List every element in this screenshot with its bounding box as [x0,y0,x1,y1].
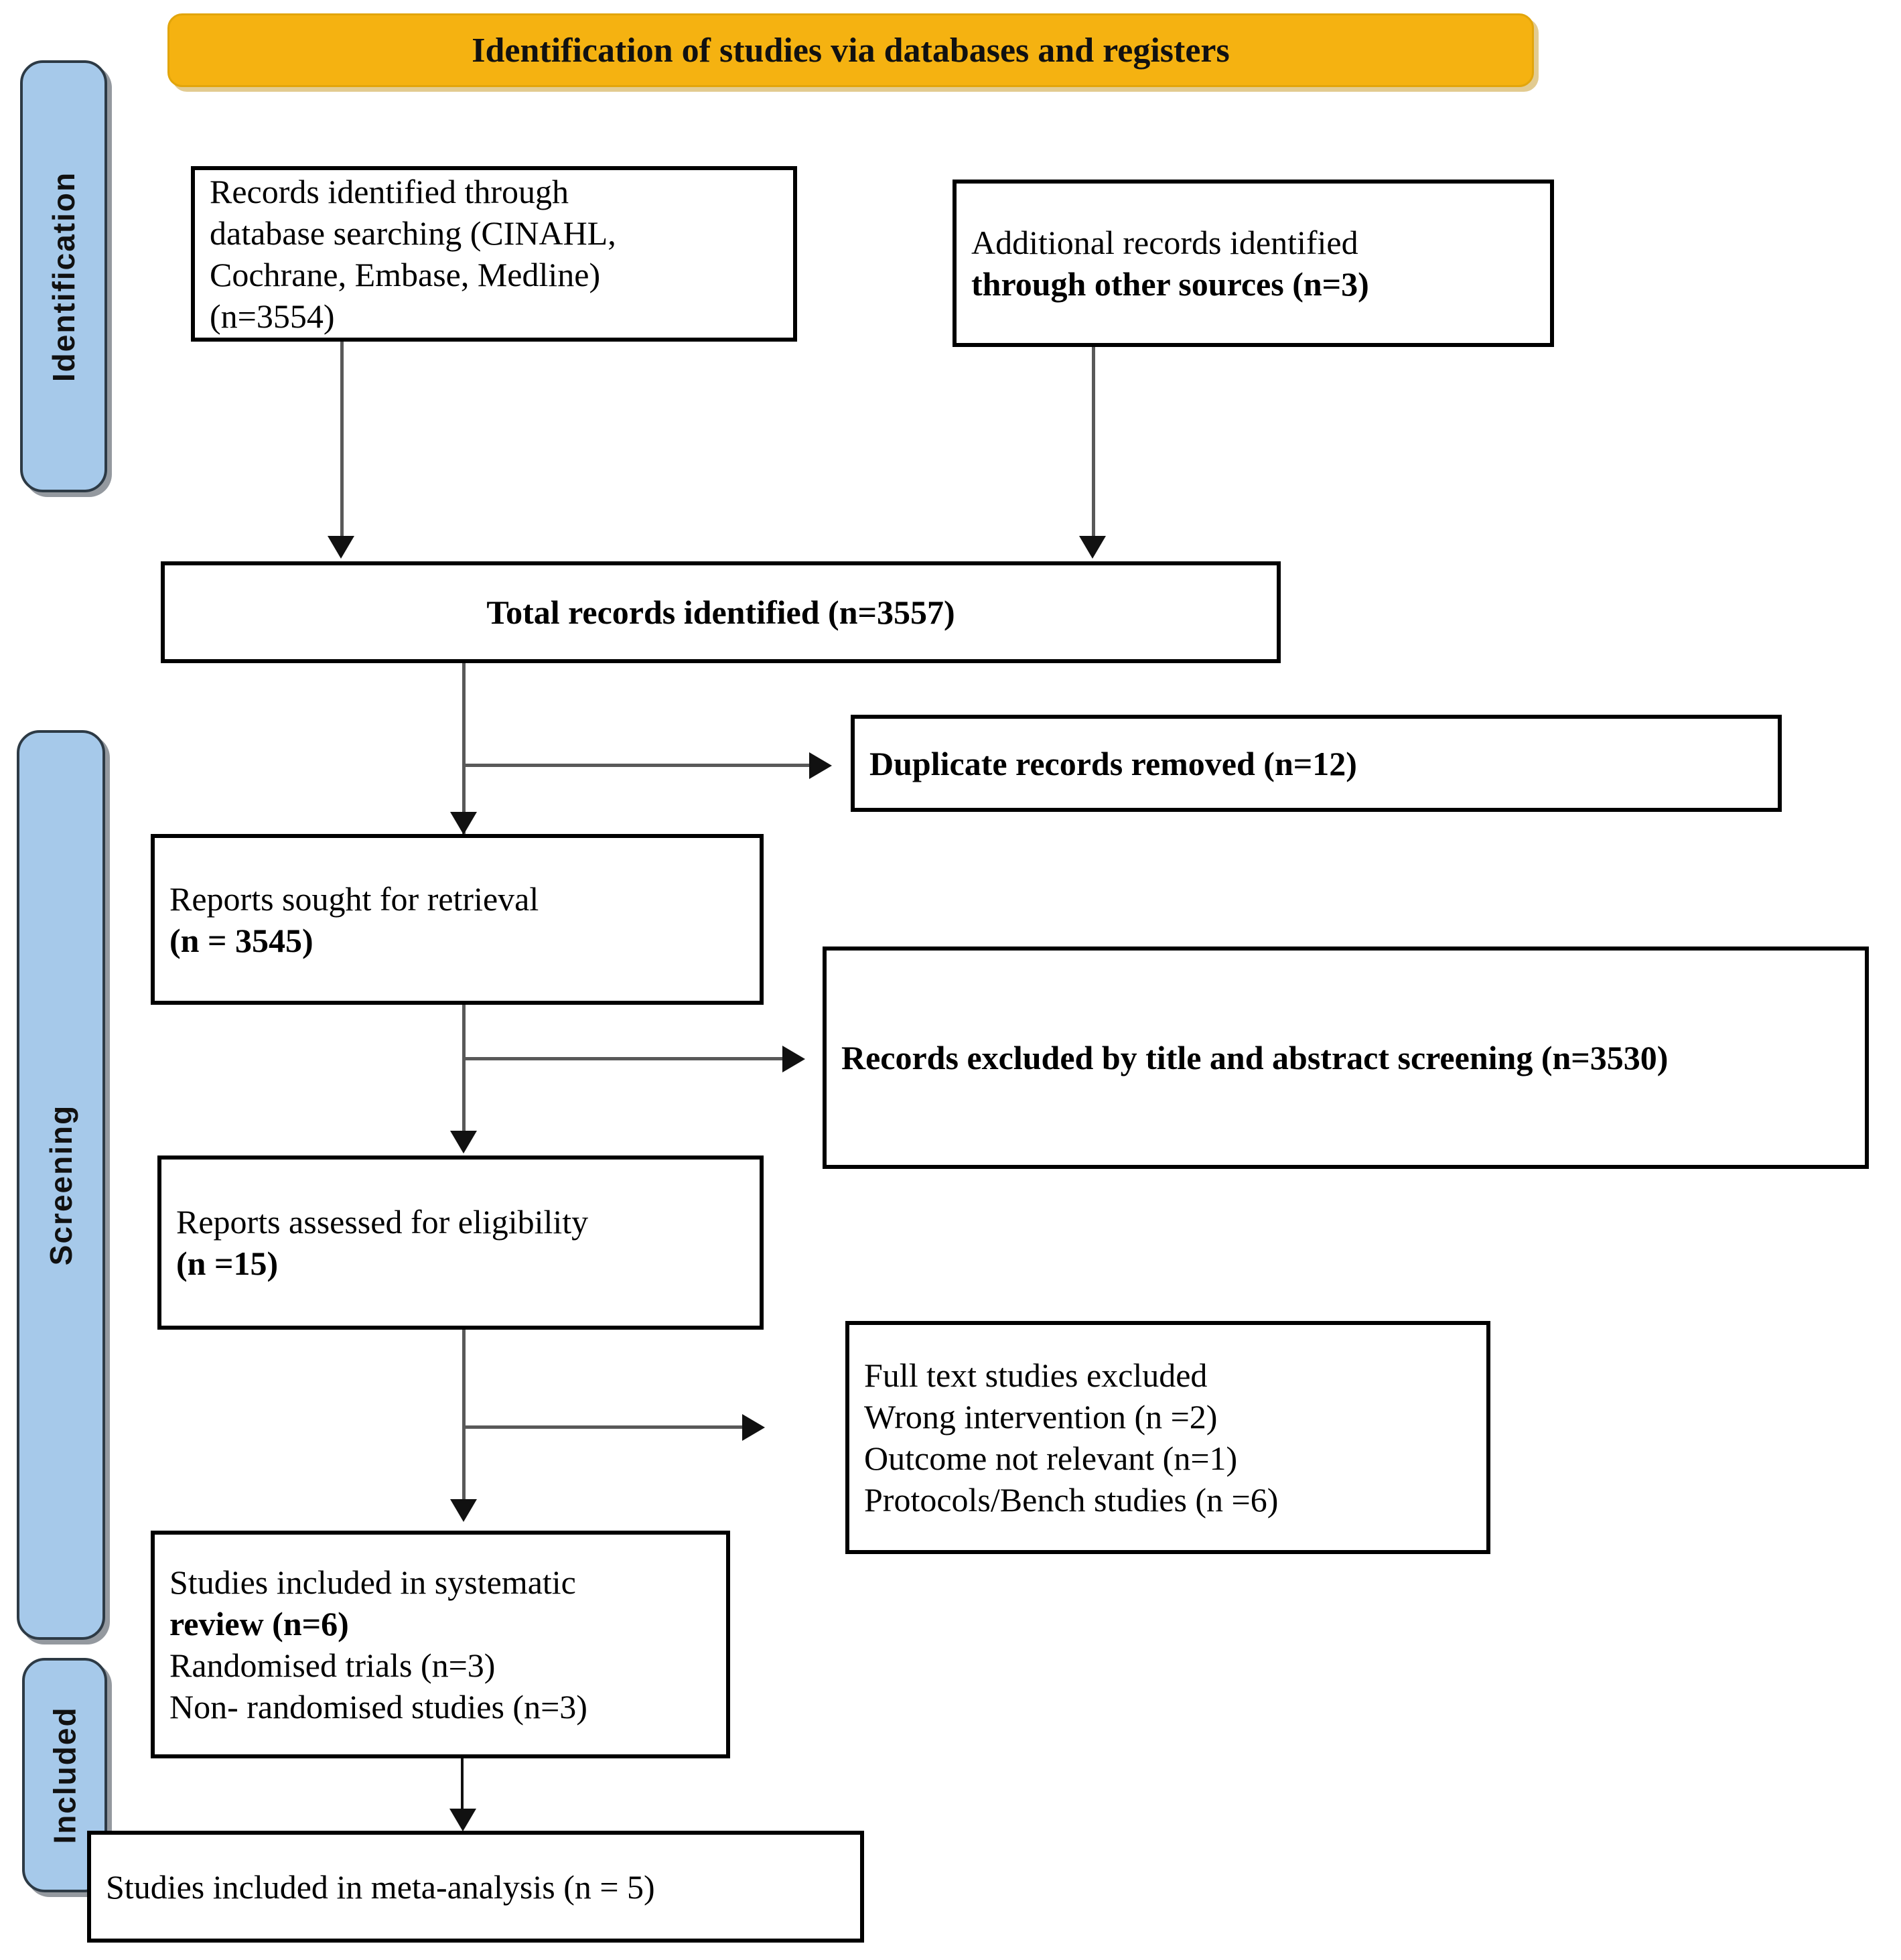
node-line: through other sources (n=3) [971,265,1369,303]
node-line: review (n=6) [169,1605,349,1642]
node-line: Records excluded by title and abstract s… [841,1039,1669,1076]
node-line: Total records identified (n=3557) [486,593,955,631]
stage-band-screening: Screening [17,730,105,1640]
node-studies-included-meta-analysis: Studies included in meta-analysis (n = 5… [87,1831,864,1943]
connector-arrow-down [449,1809,476,1831]
node-line: Randomised trials (n=3) [169,1647,496,1684]
connector-arrow-down [1079,536,1106,559]
connector-line [1092,347,1095,536]
connector-line [462,1005,466,1132]
node-line: Studies included in systematic [169,1563,576,1601]
node-reports-sought-for-retrieval: Reports sought for retrieval (n = 3545) [151,834,764,1005]
node-line: Protocols/Bench studies (n =6) [864,1481,1279,1519]
node-line: Outcome not relevant (n=1) [864,1440,1238,1477]
node-duplicate-records-removed: Duplicate records removed (n=12) [851,715,1782,812]
stage-band-included: Included [22,1658,107,1892]
stage-label-identification: Identification [46,171,82,382]
node-studies-included-systematic-review: Studies included in systematic review (n… [151,1531,730,1758]
diagram-header-banner: Identification of studies via databases … [167,13,1534,87]
node-records-identified-database: Records identified through database sear… [191,166,797,342]
node-additional-records-other-sources: Additional records identified through ot… [953,180,1554,347]
connector-line [340,342,344,537]
connector-arrow-right [782,1046,805,1072]
connector-line [461,1758,464,1817]
stage-band-identification: Identification [20,60,107,492]
node-line: database searching (CINAHL, [210,214,616,252]
connector-line [462,764,811,767]
connector-line [462,663,466,847]
node-reports-assessed-for-eligibility: Reports assessed for eligibility (n =15) [157,1156,764,1330]
node-line: Cochrane, Embase, Medline) [210,256,601,293]
node-records-excluded-title-abstract: Records excluded by title and abstract s… [823,947,1869,1169]
node-line: Reports assessed for eligibility [176,1203,589,1241]
connector-arrow-right [809,752,832,779]
connector-line [462,1425,744,1429]
connector-arrow-down [450,812,477,835]
node-line: Reports sought for retrieval [169,880,539,918]
node-line: Records identified through [210,173,569,210]
node-line: Duplicate records removed (n=12) [869,744,1357,782]
connector-line [462,1057,784,1060]
node-line: (n =15) [176,1245,279,1282]
node-total-records-identified: Total records identified (n=3557) [161,561,1281,663]
connector-line [462,1330,466,1500]
node-line: (n = 3545) [169,921,313,959]
node-fulltext-studies-excluded: Full text studies excluded Wrong interve… [845,1321,1490,1554]
node-line: (n=3554) [210,297,335,335]
banner-title: Identification of studies via databases … [472,31,1230,70]
node-line: Additional records identified [971,224,1358,261]
node-line: Full text studies excluded [864,1356,1208,1394]
connector-arrow-down [450,1499,477,1522]
stage-label-screening: Screening [44,1104,79,1266]
node-line: Wrong intervention (n =2) [864,1398,1218,1436]
stage-label-included: Included [47,1706,82,1844]
connector-arrow-down [450,1131,477,1153]
connector-arrow-down [328,536,354,559]
node-line: Studies included in meta-analysis (n = 5… [106,1868,655,1906]
connector-arrow-right [742,1414,765,1441]
node-line: Non- randomised studies (n=3) [169,1688,587,1726]
